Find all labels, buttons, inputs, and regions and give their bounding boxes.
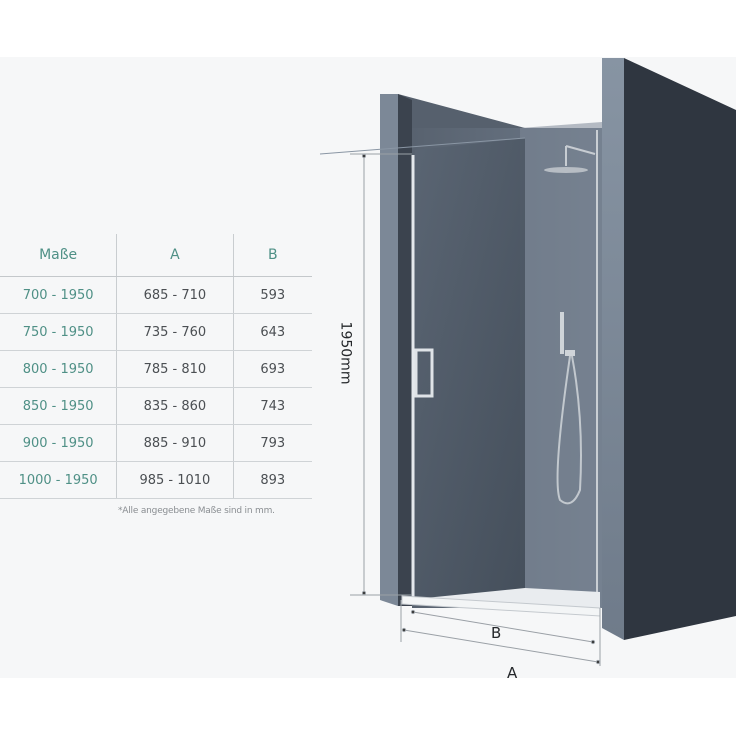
table-row: 800 - 1950 785 - 810 693 [0,351,312,388]
table-footnote: *Alle angegebene Maße sind in mm. [118,506,275,516]
cell-b: 643 [232,314,313,350]
cell-a: 985 - 1010 [116,462,232,498]
table-header-row: Maße A B [0,234,312,277]
cell-b: 593 [232,277,313,313]
table-row: 850 - 1950 835 - 860 743 [0,388,312,425]
cell-b: 793 [232,425,313,461]
right-wall [602,58,736,640]
glass-door [415,138,525,604]
cell-masse: 800 - 1950 [22,361,94,377]
cell-masse: 900 - 1950 [22,435,94,451]
cell-a: 685 - 710 [116,277,232,313]
width-label-b: B [491,624,502,642]
cell-masse: 1000 - 1950 [18,472,98,488]
door-handle-icon [414,348,434,398]
cell-a: 885 - 910 [116,425,232,461]
height-dimension [350,153,412,596]
width-dimension [400,600,601,666]
cell-a: 735 - 760 [116,314,232,350]
cell-masse: 700 - 1950 [22,287,94,303]
cell-masse: 750 - 1950 [22,324,94,340]
table-row: 700 - 1950 685 - 710 593 [0,277,312,314]
cell-b: 693 [232,351,313,387]
cell-masse: 850 - 1950 [22,398,94,414]
table-row: 900 - 1950 885 - 910 793 [0,425,312,462]
hand-shower-icon [556,312,582,505]
cell-b: 743 [232,388,313,424]
header-b: B [232,234,313,276]
header-a: A [116,234,232,276]
shower-head-icon [544,145,596,173]
cell-a: 785 - 810 [116,351,232,387]
cell-b: 893 [232,462,313,498]
header-masse: Maße [39,247,78,263]
size-table: Maße A B 700 - 1950 685 - 710 593 750 - … [0,234,312,499]
table-row: 750 - 1950 735 - 760 643 [0,314,312,351]
cell-a: 835 - 860 [116,388,232,424]
table-row: 1000 - 1950 985 - 1010 893 [0,462,312,499]
height-label: 1950mm [337,321,354,385]
width-label-a: A [507,664,518,682]
